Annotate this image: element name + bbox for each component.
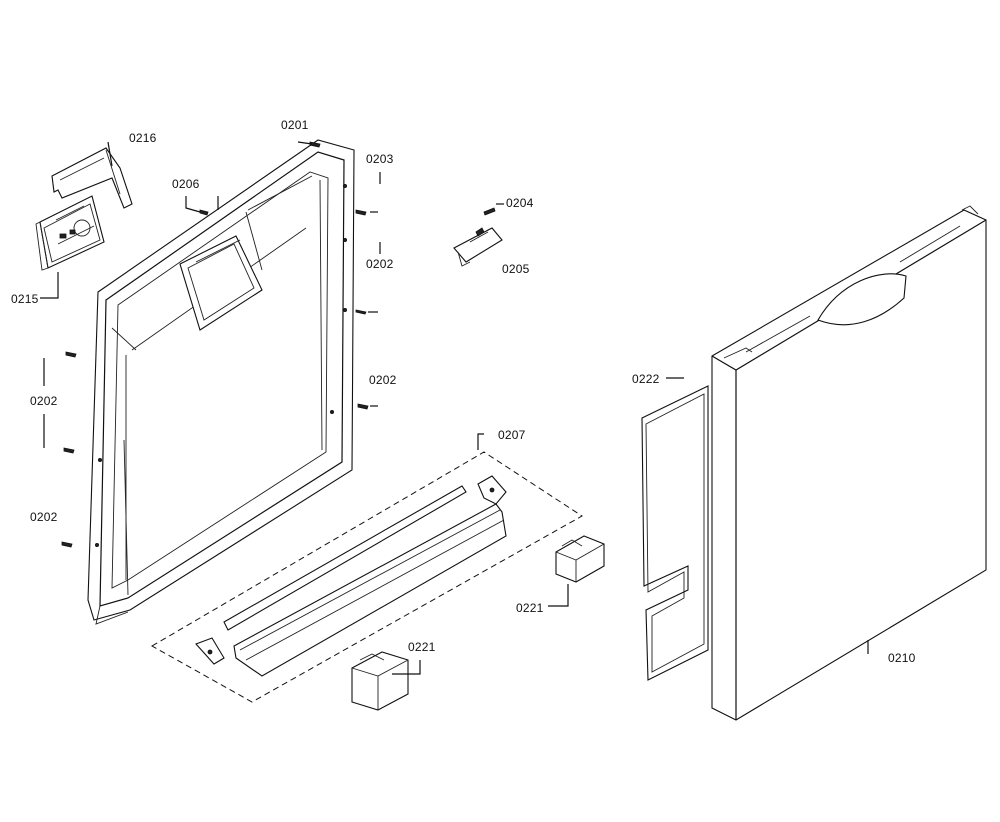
label-0210: 0210 (888, 651, 916, 665)
screws (61, 141, 496, 548)
label-0201: 0201 (281, 118, 309, 132)
label-0202-left-lower: 0202 (30, 510, 58, 524)
label-0222: 0222 (632, 372, 660, 386)
label-0202-right-upper: 0202 (366, 257, 394, 271)
rail-kit (150, 451, 583, 703)
insulation-pad (641, 385, 709, 681)
leader-lines (40, 141, 869, 675)
label-0203: 0203 (366, 152, 394, 166)
label-0202-left-upper: 0202 (30, 394, 58, 408)
outer-door-panel (711, 205, 987, 721)
label-0207: 0207 (498, 428, 526, 442)
latch-part (453, 227, 503, 267)
label-0205: 0205 (502, 262, 530, 276)
label-0221-left: 0221 (408, 640, 436, 654)
inner-door-panel (87, 139, 355, 625)
label-0215: 0215 (11, 292, 39, 306)
label-0202-right-lower: 0202 (369, 373, 397, 387)
bracket-blocks (351, 535, 605, 711)
label-0221-right: 0221 (516, 601, 544, 615)
control-module (35, 195, 105, 271)
label-0216: 0216 (129, 131, 157, 145)
label-0206: 0206 (172, 177, 200, 191)
label-0204: 0204 (506, 196, 534, 210)
